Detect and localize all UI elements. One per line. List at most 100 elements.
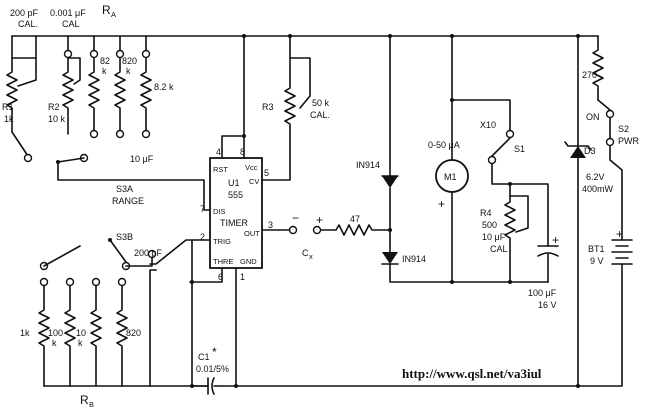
r2-value-label: 10 k bbox=[48, 114, 66, 124]
pwr-label: PWR bbox=[618, 136, 639, 146]
pin-thre-label: THRE bbox=[213, 257, 233, 266]
meter-plus-label: + bbox=[438, 197, 445, 211]
s1-label: S1 bbox=[514, 144, 525, 154]
r1-value-label: 1k bbox=[4, 114, 14, 124]
on-label: ON bbox=[586, 112, 600, 122]
c100uf-capacitor bbox=[527, 183, 559, 283]
ra-label: R bbox=[102, 3, 111, 17]
pin6-label: 6 bbox=[218, 272, 223, 282]
cx-plus-label: + bbox=[316, 213, 323, 227]
c1-star-label: * bbox=[212, 345, 217, 359]
pin2-label: 2 bbox=[200, 232, 205, 242]
r8-2k-label: 8.2 k bbox=[154, 82, 174, 92]
s3a-switch bbox=[23, 153, 211, 211]
zener-d3 bbox=[564, 141, 592, 158]
c1-label: C1 bbox=[198, 352, 210, 362]
pin1-label: 1 bbox=[240, 272, 245, 282]
r820k-unit-label: k bbox=[126, 66, 131, 76]
u1-555-timer bbox=[209, 34, 263, 388]
r4-ref-label: R4 bbox=[480, 208, 492, 218]
bt1-plus-label: + bbox=[616, 227, 623, 241]
cap200-top-label: 200 pF bbox=[10, 8, 39, 18]
u1-part-label: 555 bbox=[228, 190, 243, 200]
diode-d-bottom bbox=[381, 229, 549, 283]
rb-subscript: B bbox=[89, 400, 94, 409]
rb-820-label: 820 bbox=[126, 328, 141, 338]
pin8-label: 8 bbox=[240, 147, 245, 157]
ra-subscript: A bbox=[111, 10, 116, 19]
r3-ref-label: R3 bbox=[262, 102, 274, 112]
s3b-label: S3B bbox=[116, 232, 133, 242]
r2-ref-label: R2 bbox=[48, 102, 60, 112]
s1-switch bbox=[487, 129, 529, 186]
pin3-label: 3 bbox=[268, 220, 273, 230]
output-cx-terminal bbox=[261, 224, 391, 236]
sel-200pf-label: 200 pF bbox=[134, 248, 163, 258]
d3-label: D3 bbox=[584, 146, 596, 156]
pin-vcc-label: Vcc bbox=[245, 163, 258, 172]
d3-voltage-label: 6.2V bbox=[586, 172, 605, 182]
cx-label: C bbox=[302, 248, 309, 258]
s3b-switch bbox=[39, 238, 157, 271]
c100-plus-label: + bbox=[552, 233, 559, 247]
pin-rst-label: RST bbox=[213, 165, 228, 174]
cap200-cal-label: CAL. bbox=[18, 19, 38, 29]
r4-trimmer bbox=[504, 183, 529, 284]
rb-100k-unit-label: k bbox=[52, 338, 57, 348]
r3-trimmer bbox=[261, 34, 311, 181]
battery-bt1 bbox=[576, 239, 633, 388]
diode-top-label: IN914 bbox=[356, 160, 380, 170]
range-label: RANGE bbox=[112, 196, 144, 206]
power-supply-section bbox=[576, 34, 623, 387]
r82k-unit-label: k bbox=[102, 66, 107, 76]
pin-gnd-label: GND bbox=[240, 257, 257, 266]
meter-range-label: 0-50 μA bbox=[428, 140, 460, 150]
s2-label: S2 bbox=[618, 124, 629, 134]
c1-capacitor bbox=[190, 377, 223, 395]
trig-wire bbox=[149, 239, 211, 265]
rb-100k-value-label: 100 bbox=[48, 328, 63, 338]
pin5-label: 5 bbox=[264, 168, 269, 178]
diode-d-top bbox=[381, 34, 399, 232]
r82k-resistor bbox=[88, 35, 100, 139]
r2-trimmer bbox=[62, 35, 81, 135]
r4-value-label: 500 bbox=[482, 220, 497, 230]
pin-cv-label: CV bbox=[249, 177, 259, 186]
rb-label: R bbox=[80, 393, 89, 407]
c10uf-label: 10 μF bbox=[482, 232, 506, 242]
r820k-resistor bbox=[114, 35, 126, 139]
bt1-voltage-label: 9 V bbox=[590, 256, 604, 266]
rb-resistor-ladder bbox=[38, 269, 157, 387]
pin-dis-label: DIS bbox=[213, 207, 226, 216]
m1-label: M1 bbox=[444, 172, 457, 182]
pin-trig-label: TRIG bbox=[213, 237, 231, 246]
r47-label: 47 bbox=[350, 214, 360, 224]
pin7-label: 7 bbox=[200, 204, 205, 214]
pin-out-label: OUT bbox=[244, 229, 260, 238]
r1-trimmer bbox=[6, 57, 37, 157]
r3-value-label: 50 k bbox=[312, 98, 330, 108]
r82k-value-label: 82 bbox=[100, 56, 110, 66]
x10-label: X10 bbox=[480, 120, 496, 130]
cx-subscript: x bbox=[309, 252, 313, 261]
c1-value-label: 0.01/5% bbox=[196, 364, 229, 374]
cap001-cal-label: CAL bbox=[62, 19, 80, 29]
tenuf-selector-label: 10 μF bbox=[130, 154, 154, 164]
rb-10k-value-label: 10 bbox=[76, 328, 86, 338]
source-url-label: http://www.qsl.net/va3iul bbox=[402, 366, 542, 381]
bt1-label: BT1 bbox=[588, 244, 605, 254]
c100uf-value-label: 100 μF bbox=[528, 288, 557, 298]
r270-label: 270 bbox=[582, 70, 597, 80]
u1-ref-label: U1 bbox=[228, 178, 240, 188]
cap001-top-label: 0.001 μF bbox=[50, 8, 86, 18]
cx-minus-label: − bbox=[292, 211, 299, 225]
r4-cal-label: CAL bbox=[490, 244, 508, 254]
meter-m1 bbox=[435, 34, 511, 284]
gnd-pin-wire bbox=[189, 267, 223, 283]
pin4-label: 4 bbox=[216, 147, 221, 157]
r3-cal-label: CAL. bbox=[310, 110, 330, 120]
d3-power-label: 400mW bbox=[582, 184, 614, 194]
c100uf-voltage-label: 16 V bbox=[538, 300, 557, 310]
